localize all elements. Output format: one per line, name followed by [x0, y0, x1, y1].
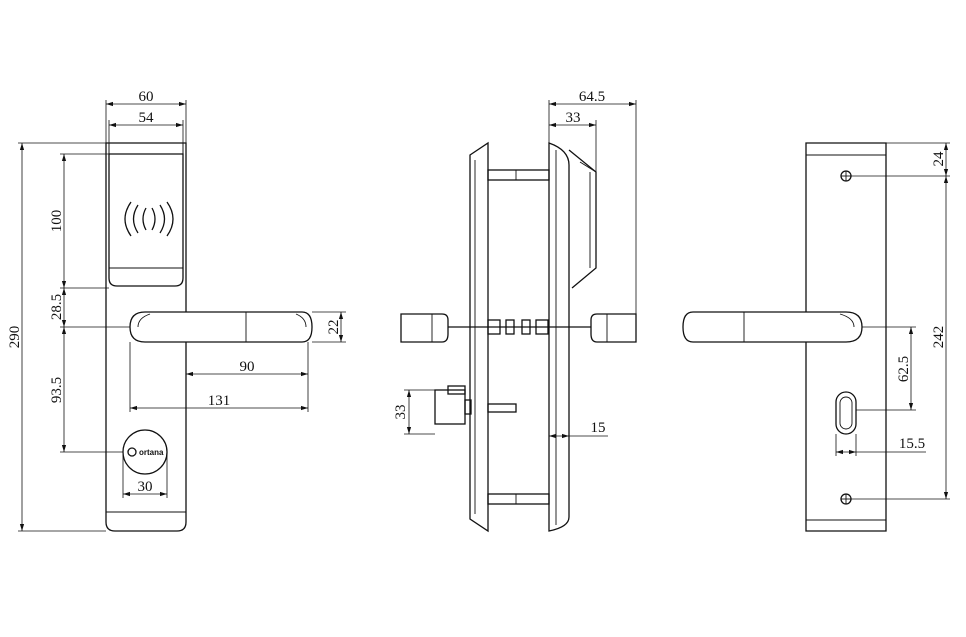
contactless-icon [124, 201, 174, 237]
front-view: ortana [105, 142, 313, 532]
side-rear-lever [590, 313, 637, 343]
cylinder-logo: ortana [139, 448, 164, 457]
side-front-plate [469, 141, 489, 533]
dim-slot-offset: 15.5 [899, 436, 925, 452]
side-rear-plate [548, 142, 570, 532]
dim-cylinder-width: 30 [138, 479, 153, 495]
dim-handle-to-slot: 62.5 [896, 356, 912, 382]
bottom-through-bolt [487, 493, 550, 505]
dim-handle-inner-length: 90 [240, 359, 255, 375]
dim-rear-plate-thickness: 15 [591, 420, 606, 436]
top-through-bolt [487, 169, 550, 181]
back-dimensions: 24 242 62.5 15.5 [835, 142, 950, 500]
thumbturn-slot [835, 391, 857, 435]
logo-mark [127, 447, 137, 457]
dim-screw-top-offset: 24 [931, 151, 947, 167]
dim-inner-width: 54 [139, 110, 155, 126]
dim-handle-length: 131 [208, 393, 231, 409]
dim-total-height: 290 [7, 326, 23, 349]
dim-reader-to-handle: 28.5 [49, 294, 65, 320]
dim-handle-to-cylinder: 93.5 [49, 377, 65, 403]
front-plate [105, 142, 187, 532]
side-view [400, 141, 637, 533]
lock-tail [487, 403, 517, 413]
card-reader-window [108, 153, 184, 287]
side-front-lever [400, 313, 449, 343]
back-lever-handle [682, 311, 863, 343]
side-rear-housing [568, 149, 597, 289]
back-view [682, 142, 887, 532]
side-dimensions: 64.5 33 33 15 [393, 89, 637, 439]
front-lever-handle [129, 311, 313, 343]
dim-card-reader-height: 100 [49, 210, 65, 233]
thumbturn-body [434, 389, 466, 425]
dim-handle-thickness: 22 [326, 320, 342, 335]
back-plate [805, 142, 887, 532]
dim-housing-depth: 33 [566, 110, 581, 126]
dim-overall-width: 60 [139, 89, 154, 105]
lever-shade [137, 313, 151, 328]
dim-thumbturn-height: 33 [393, 405, 409, 420]
front-dimensions: 60 54 290 100 28.5 93.5 22 90 [7, 89, 346, 532]
screw-icon [840, 170, 852, 182]
dim-screw-spacing: 242 [931, 326, 947, 349]
dim-overall-depth: 64.5 [579, 89, 605, 105]
lever-shade-end [295, 313, 307, 328]
screw-icon [840, 493, 852, 505]
